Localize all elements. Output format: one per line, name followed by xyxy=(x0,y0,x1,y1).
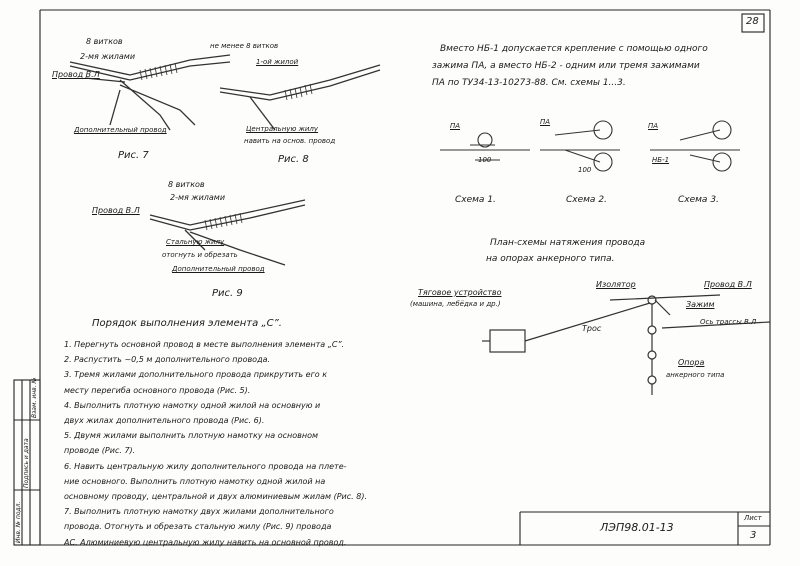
drawing-code: ЛЭП98.01-13 xyxy=(600,521,674,534)
plan-clamp: Зажим xyxy=(686,300,715,309)
plan-tension-device-2: (машина, лебёдка и др.) xyxy=(410,300,501,308)
procedure-item: проводе (Рис. 7). xyxy=(64,446,136,456)
plan-title-2: на опорах анкерного типа. xyxy=(486,254,615,264)
procedure-item: 2. Распустить ~0,5 м дополнительного про… xyxy=(64,355,271,365)
procedure-item: 1. Перегнуть основной провод в месте вып… xyxy=(64,340,345,349)
fig9-label-steel-2: отогнуть и обрезать xyxy=(162,251,238,259)
sheet-label: Лист xyxy=(744,514,762,522)
fig7-drawing xyxy=(69,54,231,131)
schemes-drawing xyxy=(440,120,740,172)
fig8-label-core-2: навить на основ. провод xyxy=(244,137,336,145)
procedure-item: АС. Алюминиевую центральную жилу навить … xyxy=(64,537,347,547)
plan-support-1: Опора xyxy=(678,358,705,367)
procedure-item: провода. Отогнуть и обрезать стальную жи… xyxy=(64,522,332,532)
fig9-caption: Рис. 9 xyxy=(212,288,243,299)
plan-support-2: анкерного типа xyxy=(666,371,725,379)
procedure-item: 7. Выполнить плотную намотку двух жилами… xyxy=(64,507,334,517)
side-stamp-inv: Инв. № подл. xyxy=(15,501,22,543)
note-line-2: зажима ПА, а вместо НБ-2 - одним или тре… xyxy=(432,61,700,71)
side-stamp-replace: Взам. инв. № xyxy=(31,377,38,418)
scheme2-caption: Схема 2. xyxy=(566,195,607,205)
scheme1-caption: Схема 1. xyxy=(455,195,496,205)
scheme2-dim: 100 xyxy=(578,166,592,174)
procedure-item: ние основного. Выполнить плотную намотку… xyxy=(64,476,326,486)
note-line-3: ПА по ТУ34-13-10273-88. См. схемы 1...3. xyxy=(432,78,626,88)
plan-taps: Ось трассы В.Л xyxy=(700,318,757,326)
scheme3-nb: НБ-1 xyxy=(652,156,670,164)
fig8-label-core-1: Центральную жилу xyxy=(246,125,319,133)
fig9-drawing xyxy=(149,199,306,266)
fig7-label-extra: Дополнительный провод xyxy=(74,126,167,134)
plan-tension-device-1: Тяговое устройство xyxy=(418,288,502,297)
fig9-label-steel-1: Стальную жилу xyxy=(166,238,225,246)
plan-insulator: Изолятор xyxy=(596,280,636,289)
fig8-label-turns: не менее 8 витков xyxy=(210,42,279,50)
procedure-item: основному проводу, центральной и двух ал… xyxy=(64,492,367,502)
plan-title-1: План-схемы натяжения провода xyxy=(490,238,646,248)
scheme3-caption: Схема 3. xyxy=(678,195,719,205)
scheme2-pa: ПА xyxy=(540,118,551,126)
plan-wire: Провод В.Л xyxy=(704,280,752,289)
procedure-item: 6. Навить центральную жилу дополнительно… xyxy=(64,461,347,471)
fig9-label-extra: Дополнительный провод xyxy=(172,265,265,273)
fig7-label-wire: Провод В.Л xyxy=(52,70,100,79)
procedure-item: 5. Двумя жилами выполнить плотную намотк… xyxy=(64,431,319,441)
fig8-drawing xyxy=(219,64,381,131)
fig9-label-turns: 8 витков xyxy=(168,180,205,189)
scheme3-pa: ПА xyxy=(648,122,659,130)
scheme1-pa: ПА xyxy=(450,122,461,130)
sheet-number: 3 xyxy=(750,530,757,541)
fig7-label-turns: 8 витков xyxy=(86,37,123,46)
procedure-list: 1. Перегнуть основной провод в месте вып… xyxy=(64,337,394,550)
procedure-item: 3. Тремя жилами дополнительного провода … xyxy=(64,370,328,380)
fig7-caption: Рис. 7 xyxy=(118,150,149,161)
fig8-label-wire: 1-ой жилой xyxy=(256,58,299,66)
plan-cable: Трос xyxy=(582,324,602,333)
fig8-caption: Рис. 8 xyxy=(278,154,309,165)
fig9-label-wire: Провод В.Л xyxy=(92,206,140,215)
page-number: 28 xyxy=(746,16,759,27)
procedure-item: 4. Выполнить плотную намотку одной жилой… xyxy=(64,400,321,410)
procedure-item: двух жилах дополнительного провода (Рис.… xyxy=(64,416,265,426)
scheme1-dim: 100 xyxy=(478,156,492,164)
side-stamp-sign: Подпись и дата xyxy=(23,438,30,488)
plan-drawing xyxy=(482,294,771,395)
procedure-item: месту перегиба основного провода (Рис. 5… xyxy=(64,385,251,395)
fig7-label-wires: 2-мя жилами xyxy=(80,52,136,61)
note-line-1: Вместо НБ-1 допускается крепление с помо… xyxy=(440,44,708,54)
fig9-label-wires: 2-мя жилами xyxy=(170,193,226,202)
procedure-title: Порядок выполнения элемента „С”. xyxy=(92,318,282,329)
